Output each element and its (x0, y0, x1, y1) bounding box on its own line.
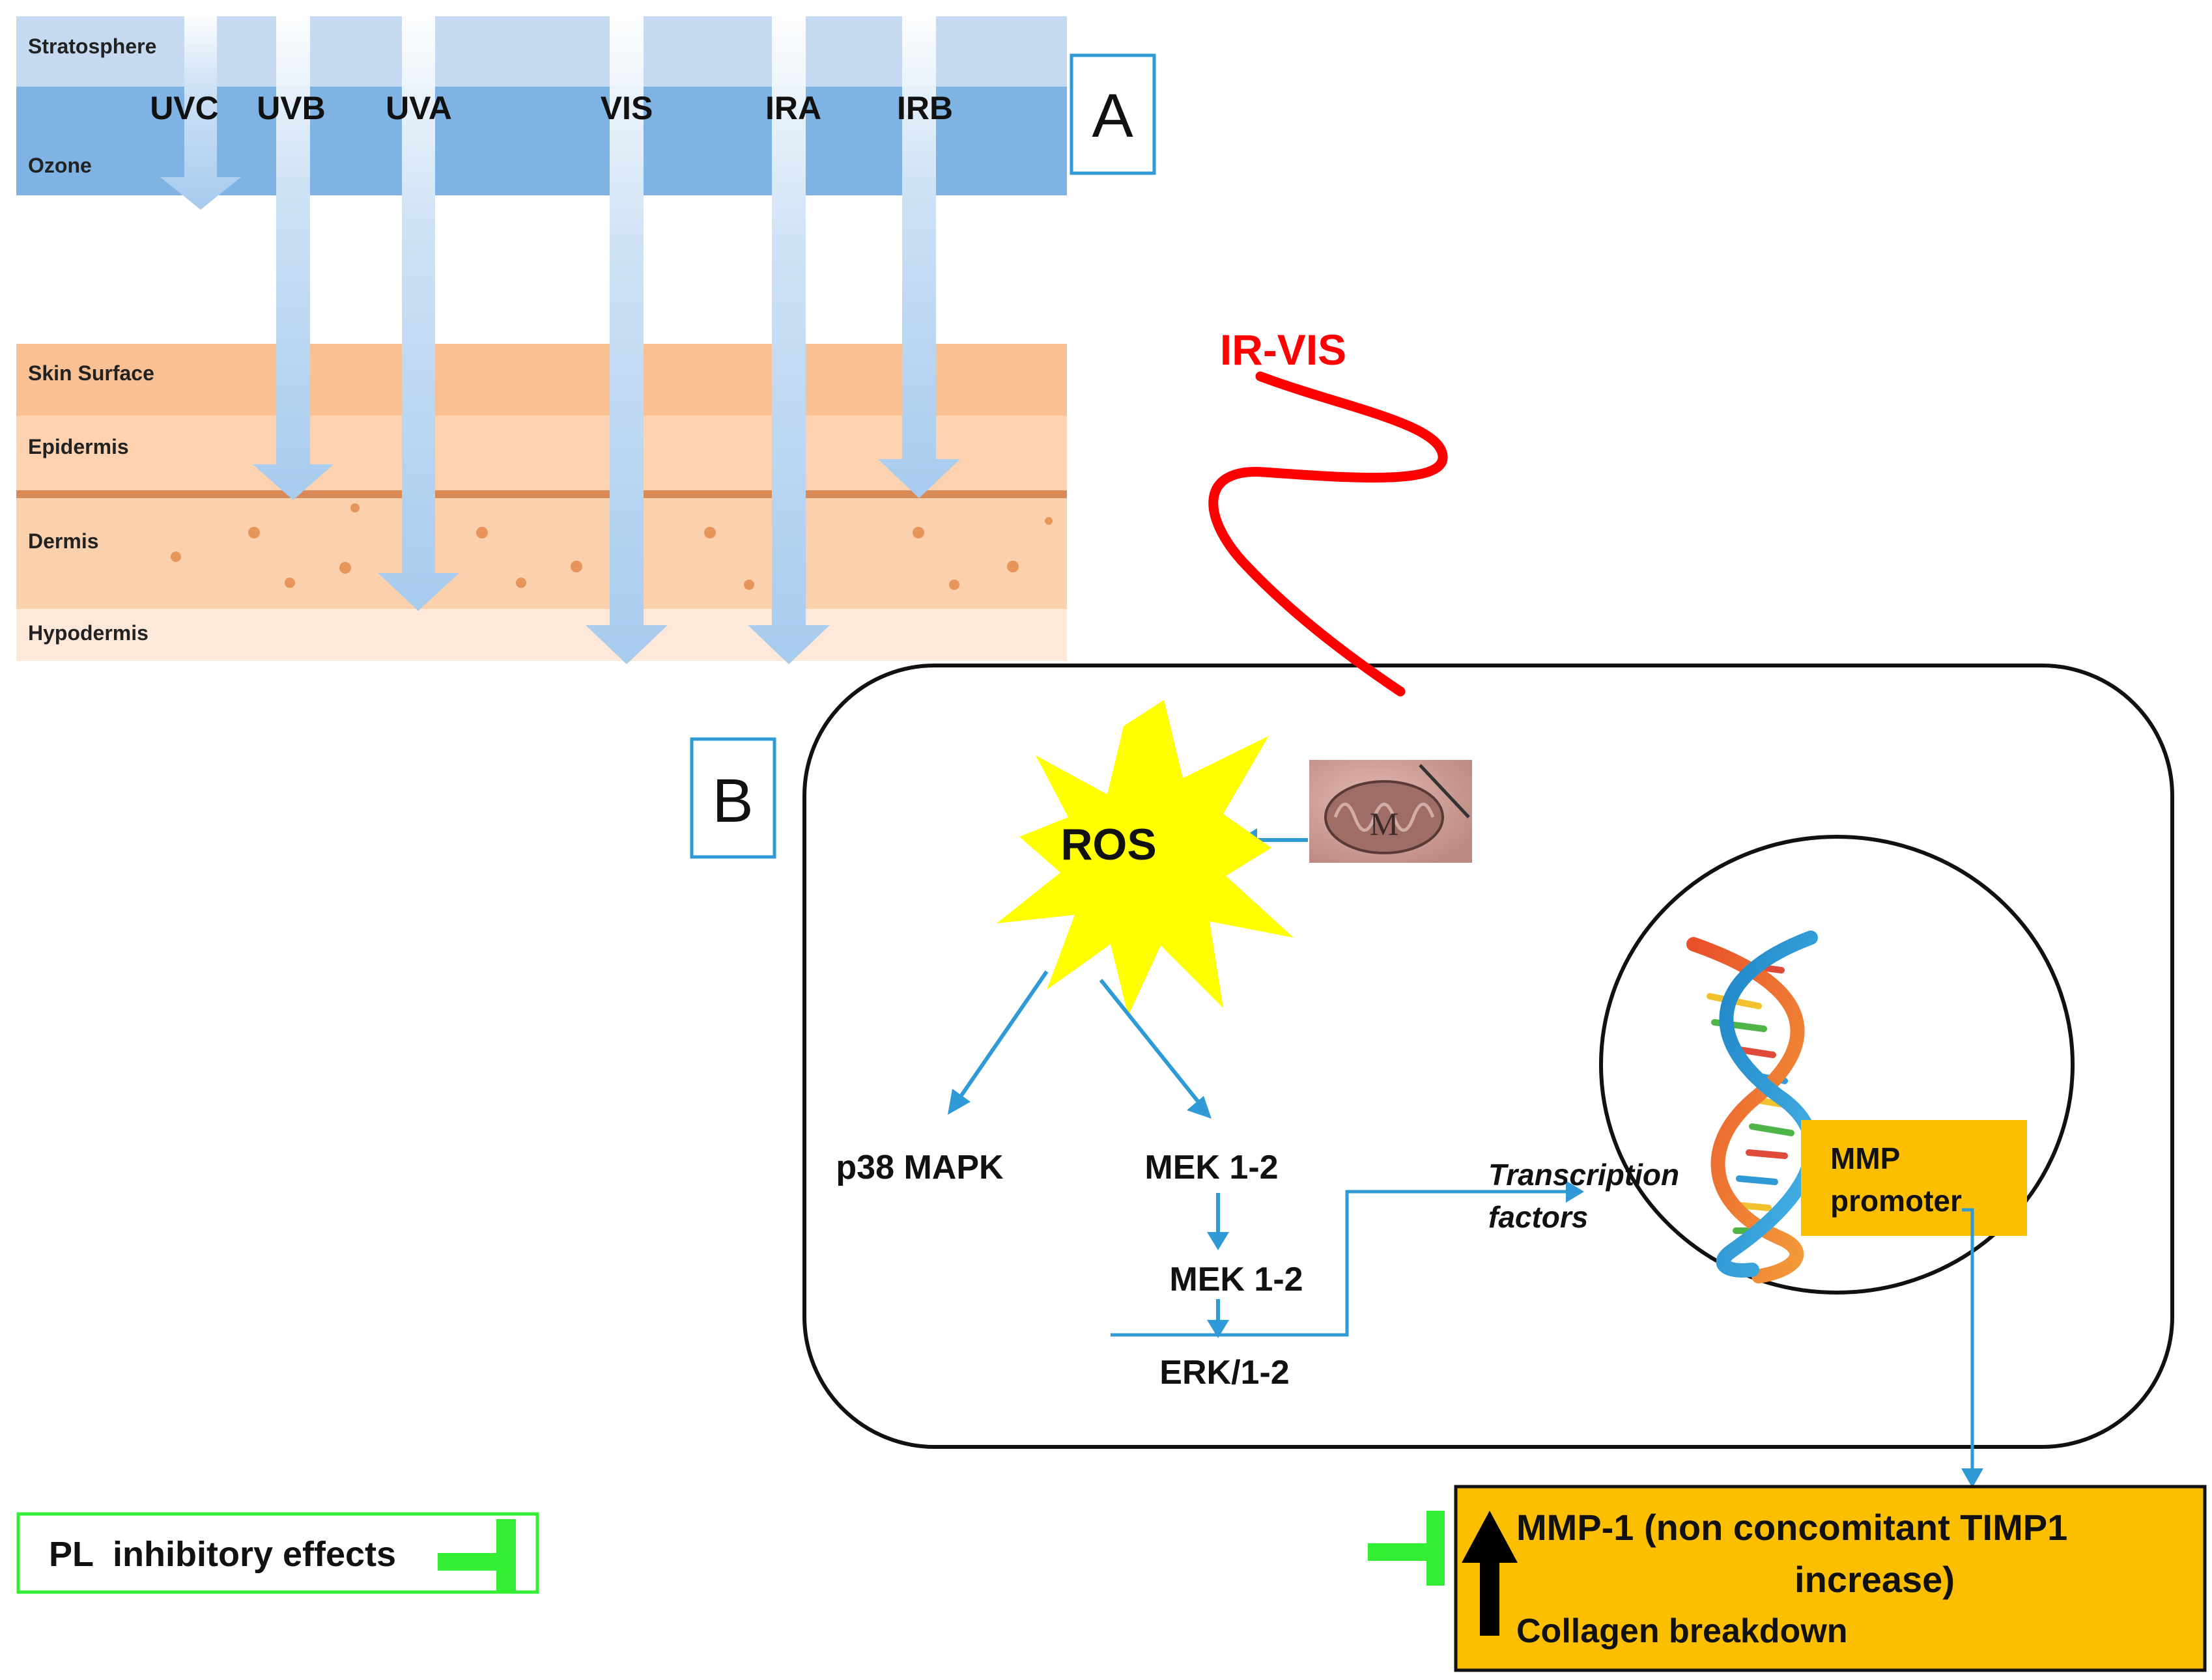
stratosphere-label: Stratosphere (28, 35, 156, 58)
inhibitor-symbol-legend (438, 1519, 516, 1592)
ros-burst (997, 700, 1294, 1016)
dermis-cells (171, 503, 1053, 590)
p38-mapk-label: p38 MAPK (836, 1149, 1004, 1186)
skin-surface-label: Skin Surface (28, 361, 154, 385)
erk-label: ERK/1-2 (1159, 1354, 1289, 1392)
epidermis-label: Epidermis (28, 435, 129, 458)
irb-label: IRB (897, 90, 953, 126)
inhibitor-symbol-outcome (1368, 1511, 1445, 1586)
ros-to-mek-arrow (1099, 979, 1202, 1105)
mek-label-2: MEK 1-2 (1169, 1261, 1303, 1298)
mek-to-mek-arrowhead (1207, 1232, 1229, 1250)
panel-a: Stratosphere Ozone Skin Surface Epidermi… (16, 16, 1156, 664)
nucleus (1599, 835, 2075, 1295)
epidermis-layer (16, 415, 1067, 490)
ros-to-mek-arrowhead (1187, 1096, 1212, 1119)
mmp1-outcome-box (1454, 1485, 2207, 1672)
mitochondrion-label: M (1370, 805, 1398, 842)
dermis-label: Dermis (28, 529, 99, 553)
panel-b: B IR-VIS M ROS p38 MAPK MEK 1-2 (690, 326, 2207, 1672)
mmp-promoter-label-2: promoter (1830, 1184, 1962, 1218)
ir-vis-wave (1208, 371, 1448, 697)
outcome-line-1: MMP-1 (non concomitant TIMP1 (1516, 1507, 2067, 1548)
cell-membrane (802, 664, 2174, 1449)
ira-label: IRA (765, 90, 821, 126)
uva-label: UVA (386, 90, 452, 126)
uvc-ray-arrow (160, 16, 241, 210)
irb-ray-arrow (878, 16, 960, 498)
hypodermis-layer (16, 609, 1067, 661)
outcome-line-3: Collagen breakdown (1516, 1612, 1848, 1650)
ros-to-p38-arrowhead (948, 1089, 971, 1115)
ros-to-p38-arrow (957, 970, 1049, 1100)
skin-surface-layer (16, 344, 1067, 415)
uvb-ray-arrow (253, 16, 333, 500)
mmp-promoter-box (1801, 1120, 2027, 1236)
ozone-label: Ozone (28, 154, 92, 177)
transcription-label-2: factors (1488, 1200, 1588, 1234)
hypodermis-label: Hypodermis (28, 621, 149, 645)
increase-arrow-icon (1462, 1511, 1518, 1636)
legend: PL inhibitory effects (16, 1512, 539, 1594)
mek-to-erk-arrowhead (1207, 1320, 1229, 1338)
uvb-label: UVB (257, 90, 326, 126)
transcription-label-1: Transcription (1488, 1158, 1679, 1192)
mitochondrion: M (1309, 760, 1472, 863)
dermis-layer (16, 498, 1067, 609)
uva-ray-arrow (378, 16, 459, 611)
panel-a-badge (1070, 53, 1156, 175)
mek-label-1: MEK 1-2 (1144, 1149, 1278, 1186)
legend-box (16, 1512, 539, 1594)
erk-to-transcription-connector (1111, 1190, 1570, 1337)
ira-ray-arrow (748, 16, 830, 664)
panel-a-badge-label: A (1092, 81, 1133, 150)
uvc-label: UVC (150, 90, 219, 126)
promoter-to-outcome-arrowhead (1961, 1468, 1983, 1488)
promoter-to-outcome-connector (1962, 1208, 1974, 1472)
outcome-line-2: increase) (1794, 1559, 1955, 1600)
vis-label: VIS (601, 90, 653, 126)
mmp-promoter-label-1: MMP (1830, 1141, 1900, 1175)
ir-vis-label: IR-VIS (1220, 326, 1346, 374)
vis-ray-arrow (586, 16, 668, 664)
panel-b-badge-label: B (712, 766, 753, 835)
legend-text: PL inhibitory effects (49, 1535, 396, 1574)
panel-b-badge (690, 737, 776, 859)
basement-membrane (16, 490, 1067, 498)
erk-to-transcription-arrowhead (1566, 1181, 1584, 1203)
dna-helix-icon (1686, 931, 1819, 1283)
ros-label: ROS (1060, 820, 1156, 869)
